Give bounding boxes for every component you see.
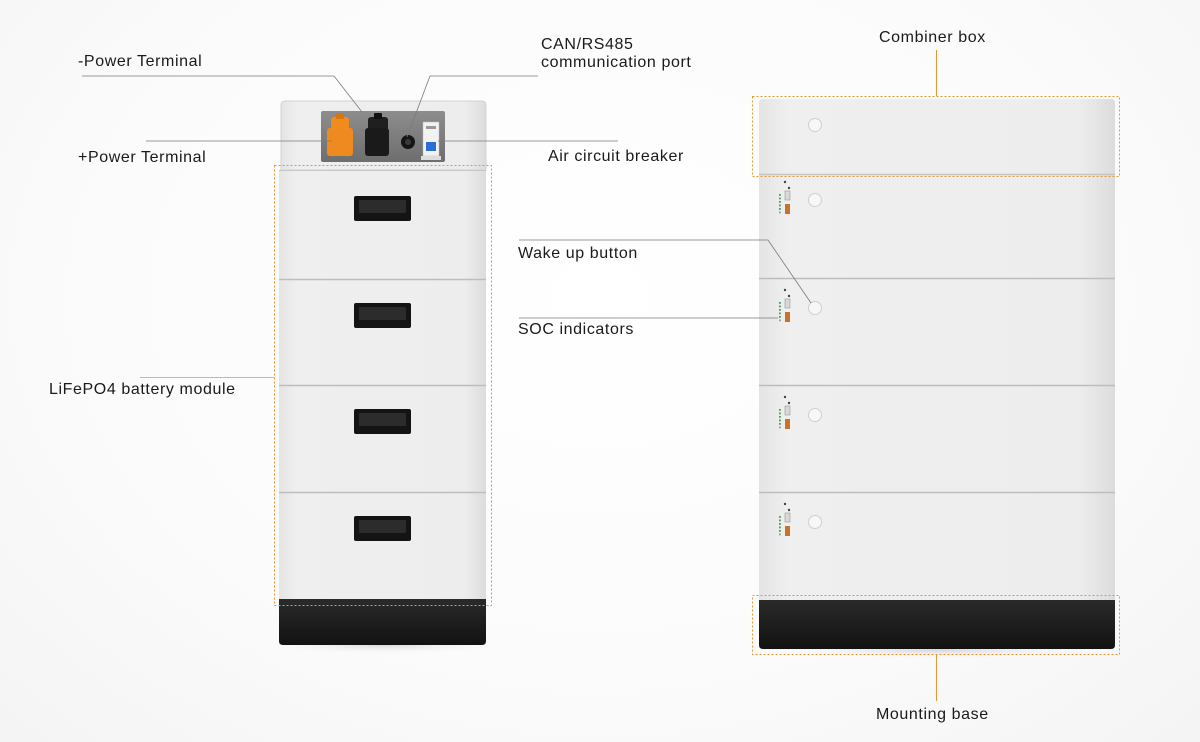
right-module-2: [759, 279, 1115, 385]
right-module-3: [759, 386, 1115, 492]
label-soc-indicators: SOC indicators: [518, 321, 634, 338]
label-wake-up-button: Wake up button: [518, 245, 638, 262]
neg-power-terminal-icon: [365, 113, 389, 156]
handle-icon: [354, 409, 411, 434]
wake-button-icon: [808, 515, 822, 529]
right-mounting-base: [759, 600, 1115, 649]
module-3: [279, 386, 486, 492]
combiner-box-outline: [752, 96, 1120, 177]
module-2: [279, 280, 486, 385]
right-module-1: [759, 174, 1115, 278]
combiner-box-body: [759, 99, 1115, 174]
label-pos-power-terminal: +Power Terminal: [78, 149, 207, 166]
left-module-stack: [279, 170, 486, 599]
soc-led-icon: [779, 502, 791, 536]
right-module-4: [759, 493, 1115, 600]
label-mounting-base: Mounting base: [876, 706, 989, 723]
label-battery-module: LiFePO4 battery module: [49, 381, 236, 398]
pos-power-terminal-icon: [327, 113, 353, 156]
leader-neg-power: [82, 75, 363, 113]
battery-module-outline: [274, 165, 492, 606]
label-air-circuit-breaker: Air circuit breaker: [548, 148, 684, 165]
soc-led-icon: [779, 288, 791, 322]
label-neg-power-terminal: -Power Terminal: [78, 53, 203, 70]
air-breaker-icon: [421, 121, 441, 160]
handle-icon: [354, 516, 411, 541]
wake-button-icon: [808, 301, 822, 315]
module-1: [279, 170, 486, 279]
soc-led-icon: [779, 180, 791, 214]
callout-lines: [82, 50, 1120, 701]
wake-button-icon: [808, 408, 822, 422]
left-mounting-base: [279, 599, 486, 645]
right-battery-unit: [752, 99, 1122, 660]
leader-wake-up: [519, 239, 812, 304]
soc-led-icon: [779, 395, 791, 429]
wake-button-icon: [808, 193, 822, 207]
label-can-port-line2: communication port: [541, 54, 692, 71]
label-can-port-line1: CAN/RS485: [541, 36, 634, 53]
label-combiner-box: Combiner box: [879, 29, 986, 46]
handle-icon: [354, 196, 411, 221]
wake-button-icon: [808, 118, 822, 132]
left-battery-unit: [253, 100, 513, 655]
module-4: [279, 493, 486, 599]
leader-can-port: [406, 75, 538, 138]
mounting-base-outline: [752, 595, 1120, 655]
handle-icon: [354, 303, 411, 328]
